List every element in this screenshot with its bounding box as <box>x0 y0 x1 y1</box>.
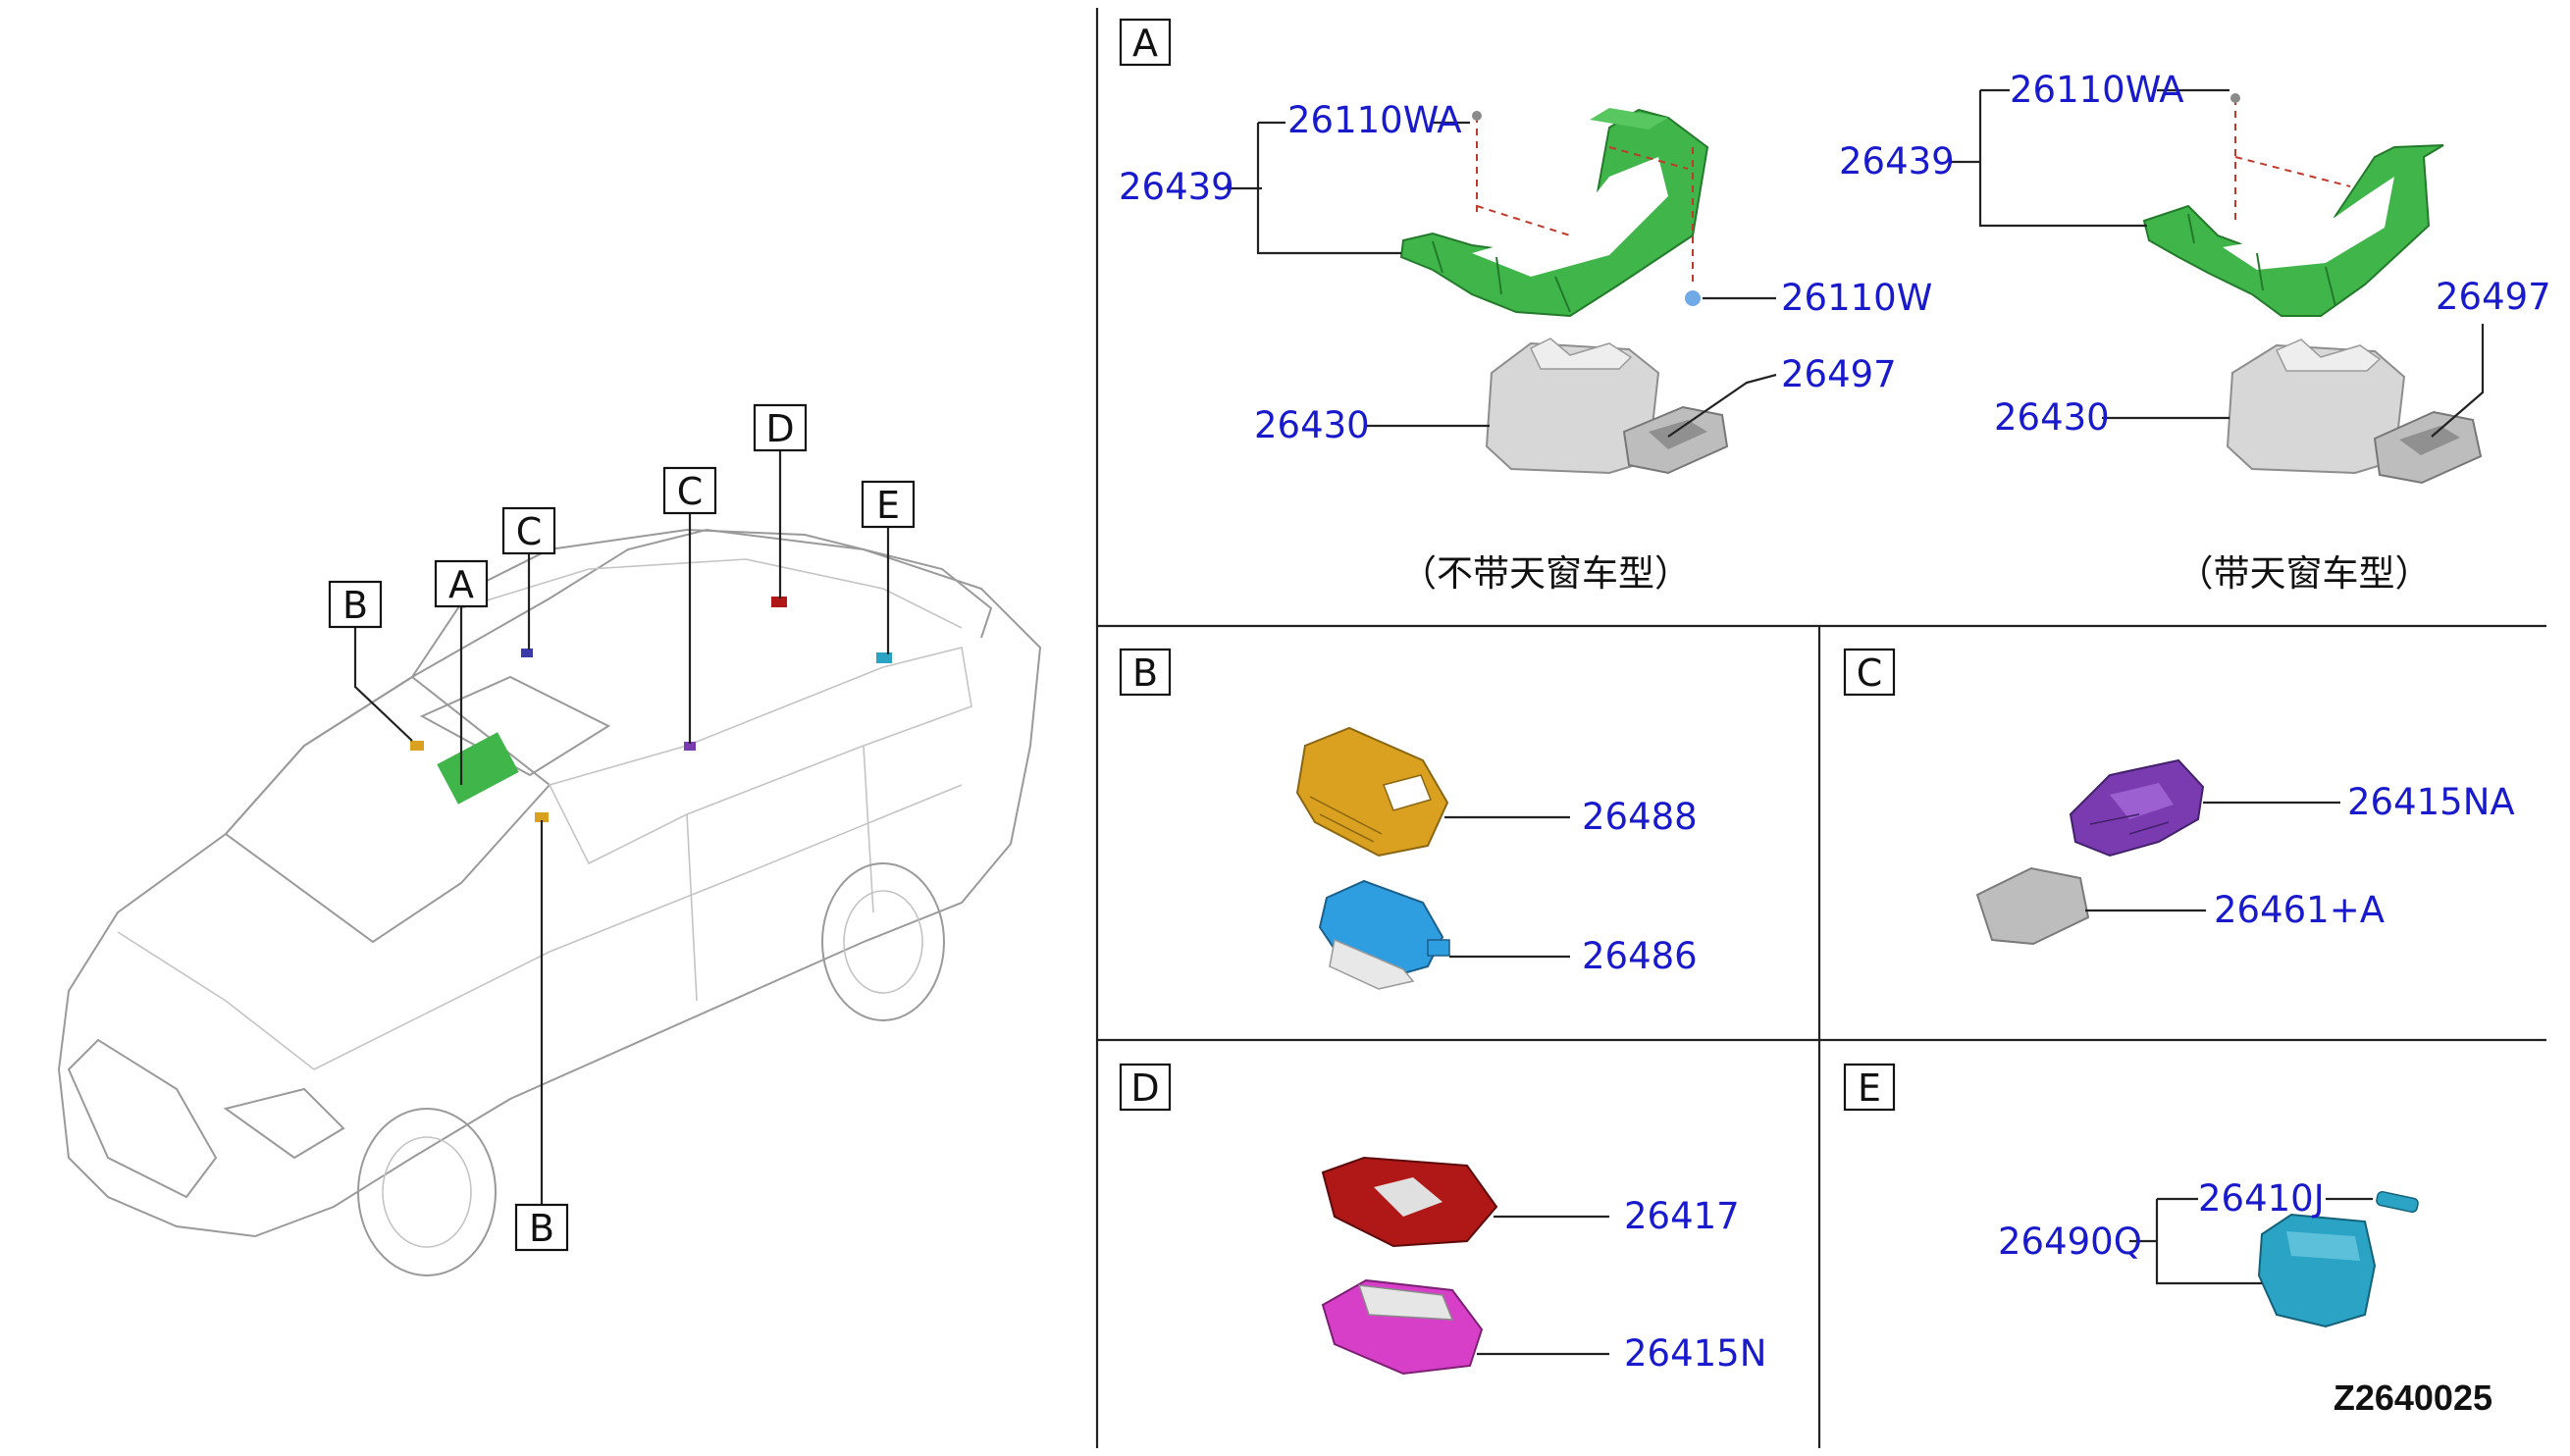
car-part-lamp-b-bottom <box>535 812 549 822</box>
label-26415n: 26415N <box>1624 1332 1766 1375</box>
lamp-26415n <box>1321 1278 1484 1376</box>
car-part-lamp-c-mid <box>684 742 696 751</box>
label-26490q: 26490Q <box>1998 1221 2142 1263</box>
panel-e-label: E <box>1858 1066 1881 1110</box>
car-callout-e-label: E <box>876 484 900 527</box>
lamp-26417 <box>1321 1156 1498 1248</box>
lamp-26430-right <box>2226 338 2406 475</box>
panel-c-label: C <box>1857 651 1883 695</box>
label-26488: 26488 <box>1582 796 1698 838</box>
lamp-26415na <box>2069 758 2205 858</box>
panel-a: A 26110WA 26439 <box>1119 18 2551 595</box>
car-callout-b-bottom-label: B <box>529 1207 554 1250</box>
car-overview: B A C C D E B <box>57 403 1042 1276</box>
car-callout-d: D <box>753 403 808 452</box>
car-callout-b-front-label: B <box>342 584 368 627</box>
label-26110w: 26110W <box>1781 277 1932 319</box>
lens-26461a <box>1975 866 2090 946</box>
note-no-sunroof: （不带天窗车型） <box>1400 552 1691 595</box>
lamp-26490q <box>2257 1213 2377 1328</box>
panel-a-label: A <box>1132 22 1158 65</box>
label-26430-left: 26430 <box>1254 404 1370 446</box>
label-26439-right: 26439 <box>1839 140 1955 182</box>
car-callout-c-front: C <box>501 506 556 555</box>
bracket-26439-left <box>1399 108 1709 318</box>
car-part-lamp-d <box>771 597 787 607</box>
clip-26110w <box>1685 290 1701 306</box>
label-26110wa-left: 26110WA <box>1287 99 1462 141</box>
car-callout-b-front: B <box>328 580 383 629</box>
car-part-lamp-c-front <box>521 649 533 657</box>
diagram-code: Z2640025 <box>2334 1378 2492 1418</box>
panel-c: C 26415NA 26461+A <box>1843 648 2515 946</box>
panel-b-label: B <box>1132 651 1158 695</box>
bracket-26439-right <box>2142 144 2444 317</box>
note-with-sunroof: （带天窗车型） <box>2177 552 2432 595</box>
label-26415na: 26415NA <box>2347 781 2515 823</box>
label-26486: 26486 <box>1582 935 1698 977</box>
car-part-lamp-e <box>876 652 892 663</box>
car-callout-c-mid-label: C <box>677 470 704 513</box>
screw-26110wa-left <box>1472 111 1482 121</box>
label-26497-right: 26497 <box>2436 276 2551 318</box>
panel-b: B 26488 26486 <box>1119 648 1698 990</box>
car-callout-e: E <box>861 480 916 529</box>
lamp-26497-right <box>2373 410 2483 485</box>
panel-grid <box>1095 8 2546 1448</box>
label-26410j: 26410J <box>2198 1177 2325 1220</box>
car-callout-c-front-label: C <box>516 510 543 553</box>
label-26461a: 26461+A <box>2214 889 2385 931</box>
panel-d-label: D <box>1130 1066 1159 1110</box>
panel-e: E 26410J 26490Q <box>1843 1063 2419 1328</box>
car-callout-c-mid: C <box>662 466 717 515</box>
lamp-26486 <box>1318 879 1450 990</box>
label-26110wa-right: 26110WA <box>2010 69 2184 111</box>
car-part-bracket-a <box>437 732 519 805</box>
lamp-26430-left <box>1485 338 1660 475</box>
lens-26410j <box>2376 1190 2419 1214</box>
screw-26110wa-right <box>2230 93 2240 103</box>
lamp-26488 <box>1295 726 1449 858</box>
car-callout-d-label: D <box>765 407 794 450</box>
car-callout-a: A <box>434 559 489 608</box>
lamp-26497-left <box>1622 405 1729 475</box>
panel-d: D 26417 26415N <box>1119 1063 1766 1376</box>
car-part-lamp-b-front <box>410 741 424 751</box>
label-26439-left: 26439 <box>1119 166 1234 208</box>
car-callout-a-label: A <box>448 563 474 606</box>
car-callout-b-bottom: B <box>514 1203 569 1252</box>
label-26497-left: 26497 <box>1781 353 1897 395</box>
label-26417: 26417 <box>1624 1195 1740 1237</box>
label-26430-right: 26430 <box>1994 396 2110 439</box>
